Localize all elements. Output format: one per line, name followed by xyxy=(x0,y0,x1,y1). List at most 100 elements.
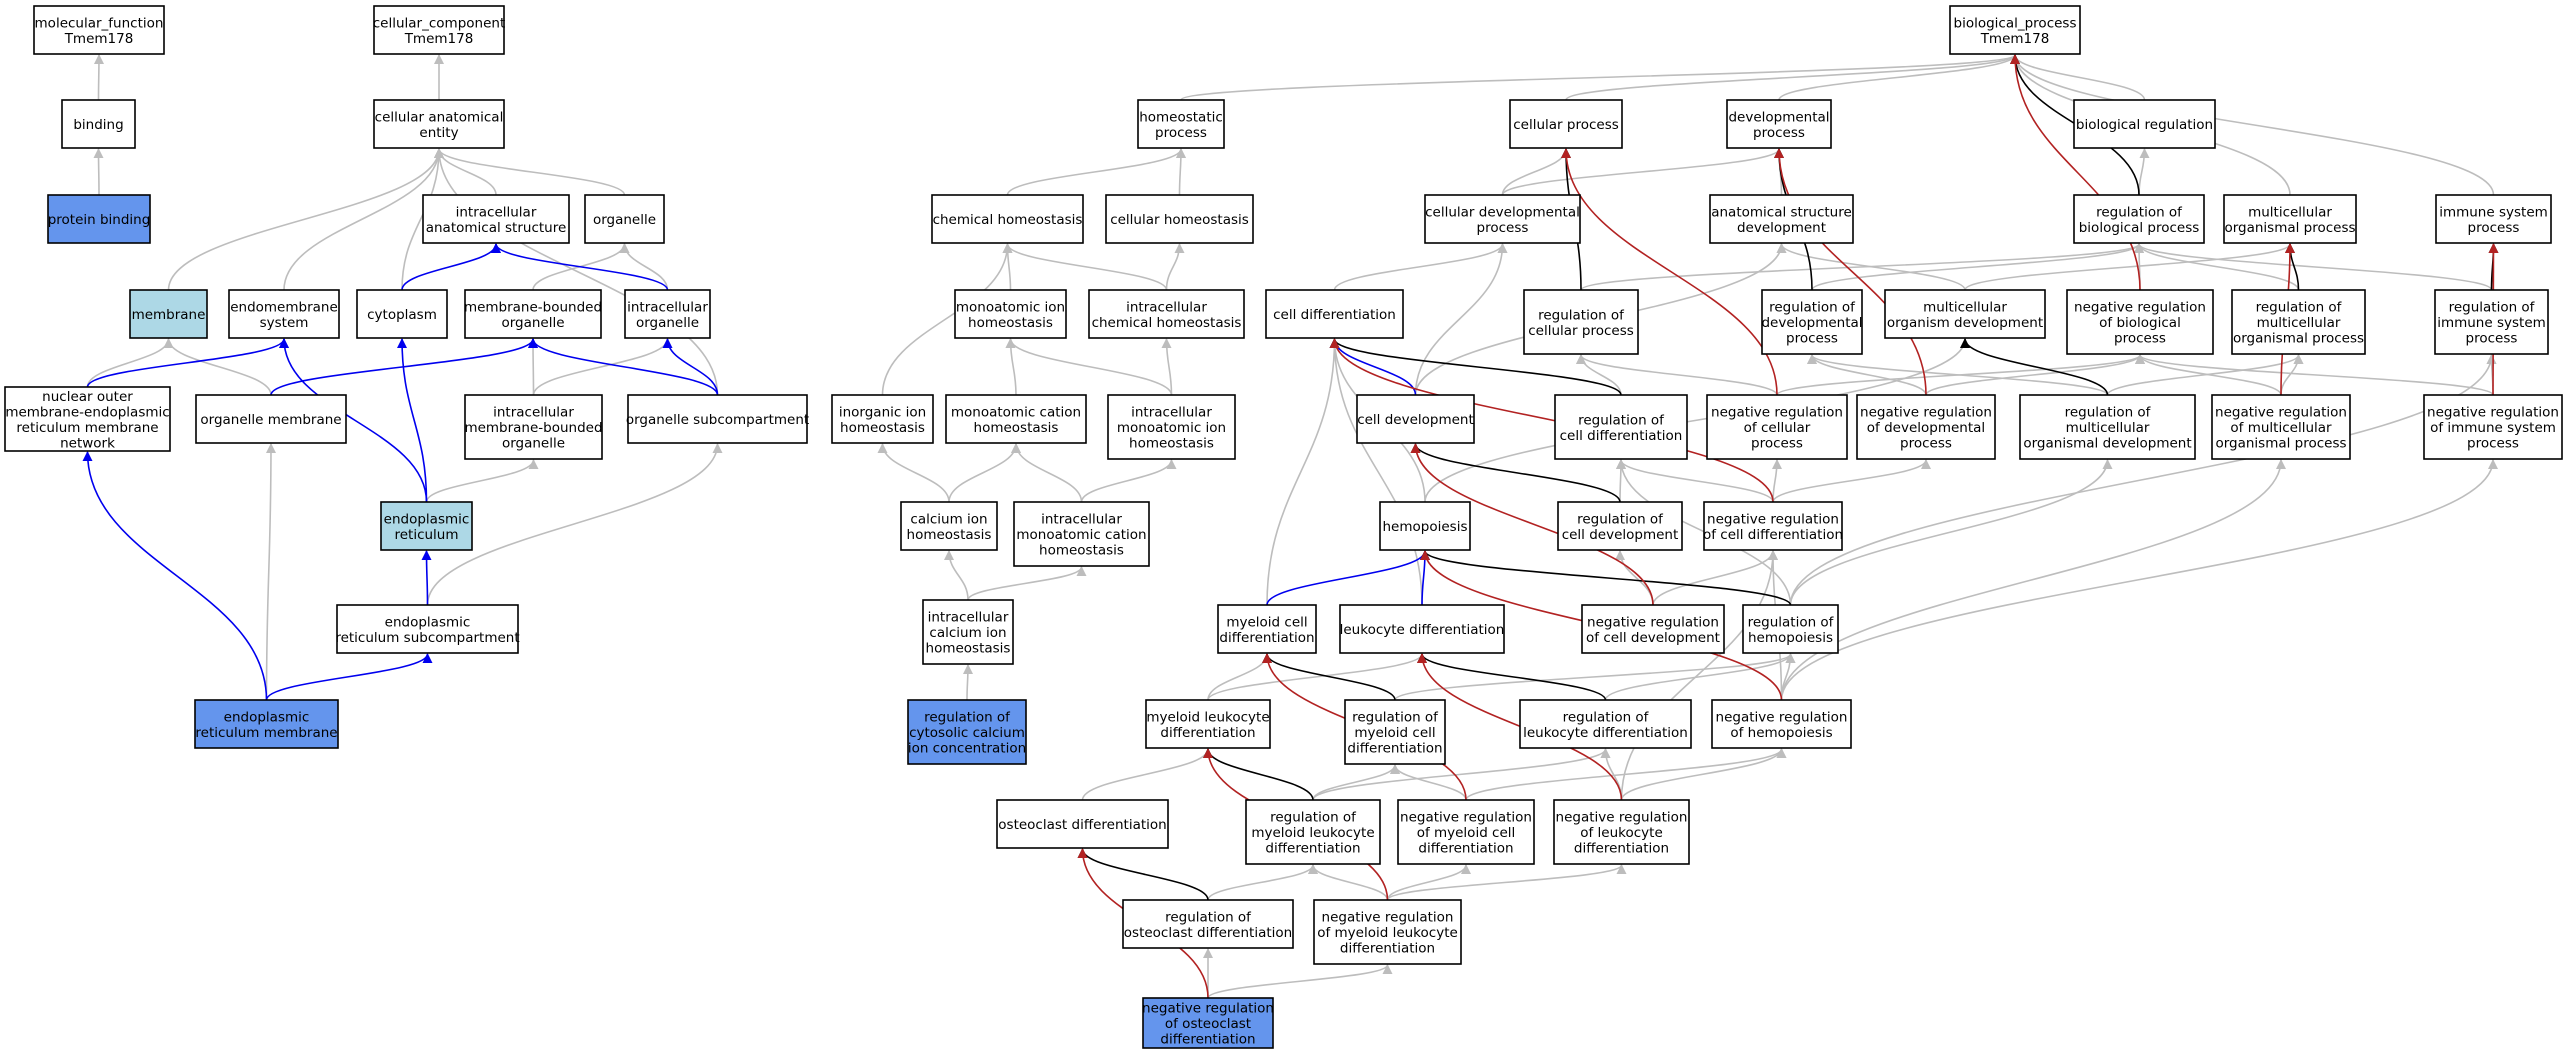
node-label-line: differentiation xyxy=(1574,841,1669,857)
node-label-line: negative regulation xyxy=(1860,405,1992,421)
node-label-line: of biological xyxy=(2099,315,2181,331)
edge-immune-is_a-bp xyxy=(2010,54,2495,196)
node-box xyxy=(1344,699,1446,765)
node-label-line: network xyxy=(60,435,115,451)
edge-negregleuko-is_a-negreghemo xyxy=(1620,748,1787,801)
node-label-line: hemopoiesis xyxy=(1748,630,1833,646)
go-term-node-binding[interactable]: binding xyxy=(61,99,136,149)
go-term-node-osteo[interactable]: osteoclast differentiation xyxy=(996,799,1169,849)
go-term-node-hemo[interactable]: hemopoiesis xyxy=(1379,501,1471,551)
node-label-line: negative regulation xyxy=(1707,511,1839,527)
go-term-node-nuclear[interactable]: nuclear outermembrane-endoplasmicreticul… xyxy=(4,386,171,452)
node-box xyxy=(922,599,1014,665)
go-term-node-chemhomeo[interactable]: chemical homeostasis xyxy=(931,194,1084,244)
go-term-node-membrane[interactable]: membrane xyxy=(129,289,208,339)
node-box xyxy=(356,289,448,339)
edge-protein_binding-is_a-binding xyxy=(93,148,104,196)
node-box xyxy=(1856,394,1996,460)
edge-negregcelldiff-is_a-negregdev xyxy=(1772,459,1931,503)
go-term-node-cellproc[interactable]: cellular process xyxy=(1509,99,1623,149)
edge-negreghemo-is_a-negregimmune xyxy=(1780,459,2498,701)
node-box xyxy=(1122,899,1294,949)
node-label-line: biological process xyxy=(2079,220,2200,236)
go-term-node-cytoplasm[interactable]: cytoplasm xyxy=(356,289,448,339)
go-term-node-cellhomeo[interactable]: cellular homeostasis xyxy=(1105,194,1254,244)
node-label-line: regulation of xyxy=(1578,412,1665,428)
edge-ersub-is_a-osub xyxy=(426,443,723,606)
go-term-node-organelle[interactable]: organelle xyxy=(584,194,665,244)
node-box xyxy=(900,501,998,551)
edge-regmyeloid-is_a-reghemo xyxy=(1394,653,1796,701)
edge-iccalc-is_a-icmonocat xyxy=(967,566,1087,601)
node-box xyxy=(373,5,505,55)
go-term-node-bioreg[interactable]: biological regulation xyxy=(2073,99,2216,149)
go-term-node-leuko[interactable]: leukocyte differentiation xyxy=(1339,604,1505,654)
go-term-node-celldiff[interactable]: cell differentiation xyxy=(1265,289,1404,339)
node-box xyxy=(1726,99,1832,149)
go-term-node-orgmem[interactable]: organelle membrane xyxy=(195,394,347,444)
go-term-node-osub[interactable]: organelle subcompartment xyxy=(626,394,809,444)
node-box xyxy=(47,194,151,244)
go-term-node-celldev[interactable]: cell development xyxy=(1356,394,1475,444)
edge-negregcelldev-is_a-negregcelldiff xyxy=(1652,550,1778,606)
go-term-node-protein_binding[interactable]: protein binding xyxy=(47,194,151,244)
node-label-line: protein binding xyxy=(48,212,151,228)
